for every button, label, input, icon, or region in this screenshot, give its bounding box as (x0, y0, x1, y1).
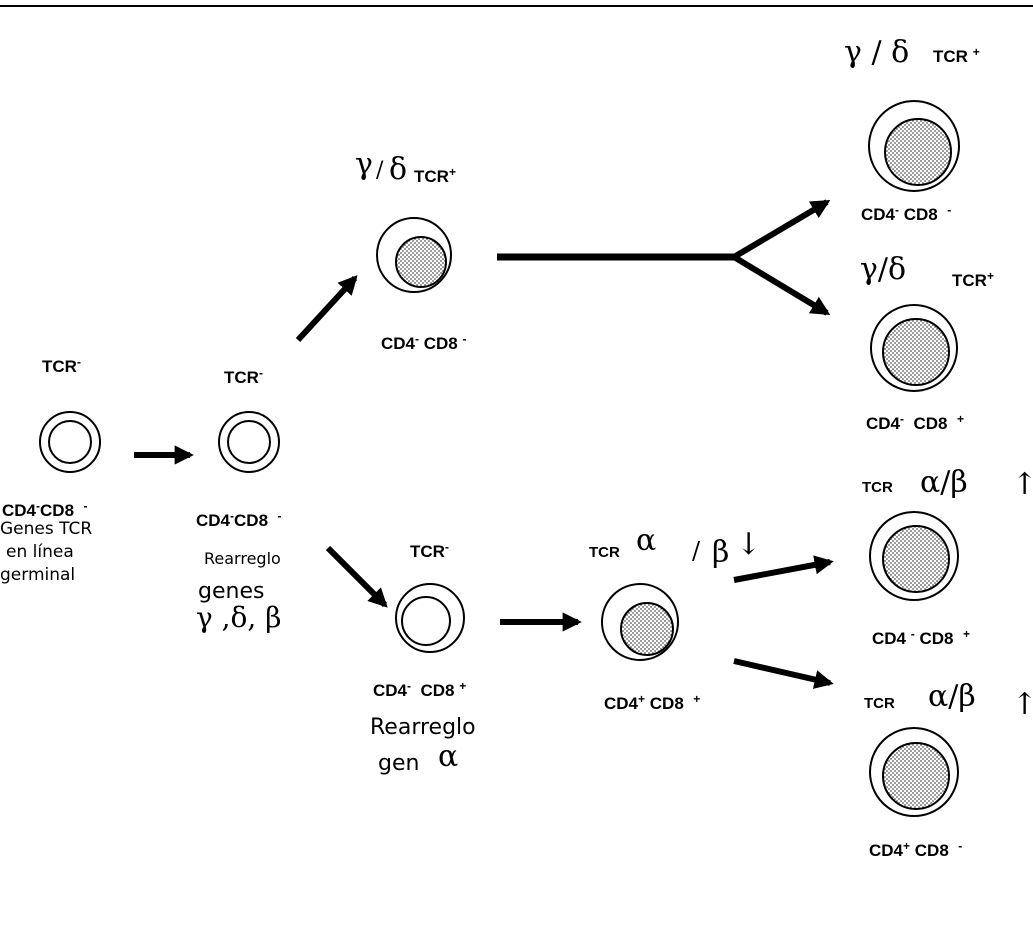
dp-ab-cd-label: CD4+ CD8 + (604, 693, 700, 712)
gd-dn-greek-delta: δ (389, 155, 407, 185)
rearranging-note-line1: Rearreglo (204, 548, 281, 570)
cell-rearranging (219, 412, 279, 472)
dp-tcr-label: TCR- (410, 541, 449, 560)
rearranging-cd-label: CD4-CD8 - (196, 510, 281, 529)
gd-dn-tcr-label: TCR+ (414, 166, 456, 185)
out-ab-cd4-greek: α/β (928, 682, 976, 712)
cell-double-positive-tcr-neg (396, 584, 464, 652)
dp-ab-tcr-label: TCR (589, 545, 620, 560)
out-gd-dn-cd-label: CD4- CD8 - (861, 204, 951, 223)
dp-cd-label: CD4- CD8 + (373, 680, 466, 699)
arrow-gd-branch-down (734, 257, 827, 313)
cell-germline (40, 412, 100, 472)
cell-out-gd-cd8 (871, 305, 957, 391)
rearranging-tcr-label: TCR- (224, 367, 263, 386)
out-ab-cd4-up-arrow: ↑ (1012, 690, 1033, 720)
dp-note-greek: α (438, 742, 458, 772)
germline-note: Genes TCR en línea germinal (0, 518, 92, 587)
cell-out-gd-dn (869, 101, 959, 191)
out-ab-cd8-up-arrow: ↑ (1012, 470, 1033, 500)
arrow-rearranging-to-gd (298, 278, 355, 340)
out-gd-dn-greek: γ / δ (844, 38, 909, 68)
out-ab-cd8-cd-label: CD4 - CD8 + (872, 628, 970, 647)
germline-tcr-label: TCR- (42, 356, 81, 375)
gd-dn-greek-slash: / (376, 160, 383, 182)
germline-cd-label: CD4-CD8 - (2, 500, 87, 519)
rearranging-note-greek: γ ,δ, β (196, 604, 281, 632)
cell-gamma-delta-dn (377, 218, 451, 292)
arrow-dp-ab-to-cd8 (734, 562, 830, 580)
out-gd-cd8-cd-label: CD4- CD8 + (866, 413, 964, 432)
dp-ab-greek-beta: β (712, 538, 729, 568)
gd-dn-cd-label: CD4- CD8 - (381, 333, 467, 352)
cell-out-ab-cd8 (870, 512, 958, 600)
cell-double-positive-ab-low (602, 584, 678, 660)
out-gd-cd8-tcr-label: TCR+ (952, 270, 994, 289)
dp-note-line2: gen (378, 750, 419, 779)
out-ab-cd4-tcr-label: TCR (864, 696, 895, 711)
dp-ab-down-arrow: ↓ (736, 530, 761, 560)
dp-note-line1: Rearreglo (370, 714, 476, 743)
dp-ab-greek-slash: / (692, 539, 700, 563)
dp-ab-greek-alpha: α (636, 526, 656, 556)
out-gd-dn-tcr-label: TCR + (933, 46, 980, 65)
cell-out-ab-cd4 (870, 728, 958, 816)
gd-dn-greek-gamma: γ (355, 150, 373, 180)
out-gd-cd8-greek: γ/δ (860, 255, 906, 285)
out-ab-cd8-tcr-label: TCR (862, 480, 893, 495)
arrow-dp-ab-to-cd4 (734, 661, 830, 683)
arrow-rearranging-to-dp (328, 548, 385, 605)
arrow-gd-branch-up (734, 202, 827, 257)
out-ab-cd4-cd-label: CD4+ CD8 - (869, 840, 962, 859)
out-ab-cd8-greek: α/β (920, 468, 968, 498)
